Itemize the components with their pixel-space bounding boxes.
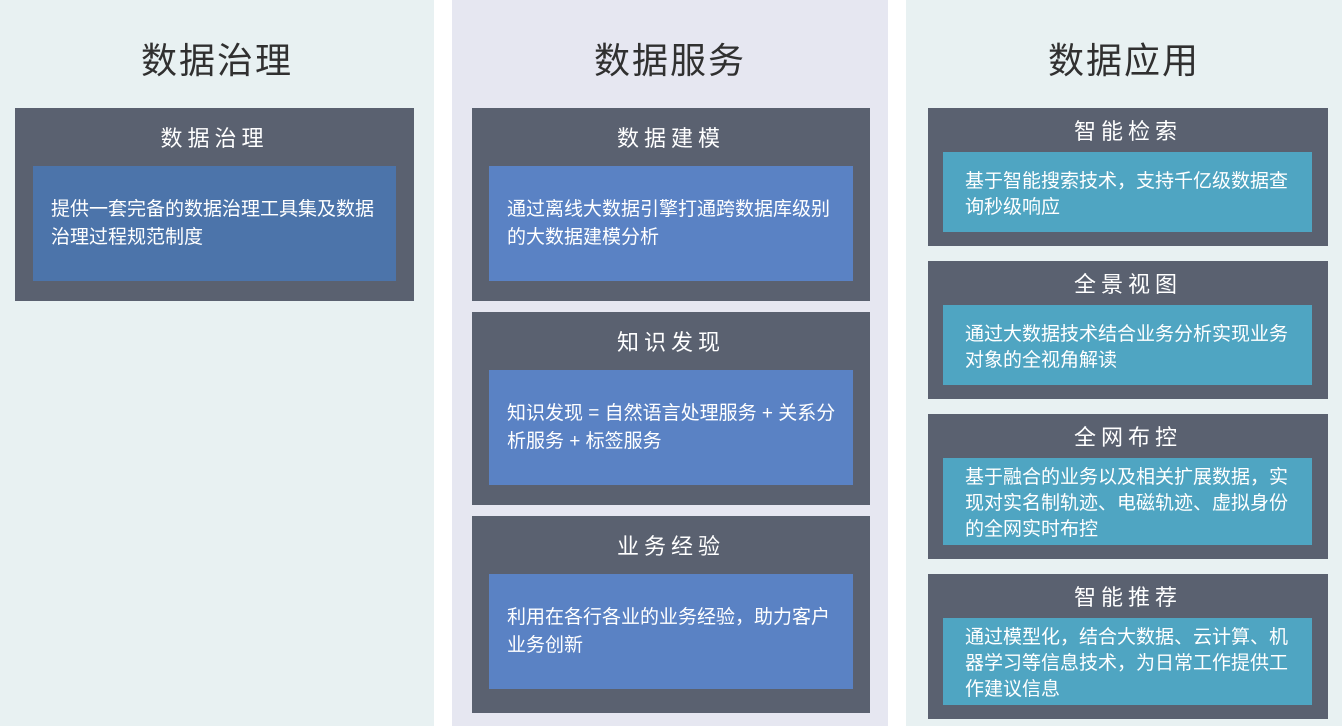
card-body-text: 利用在各行各业的业务经验，助力客户业务创新 [507, 606, 831, 656]
card-body-network-monitoring: 基于融合的业务以及相关扩展数据，实现对实名制轨迹、电磁轨迹、虚拟身份的全网实时布… [943, 458, 1312, 545]
card-body-text: 提供一套完备的数据治理工具集及数据治理过程规范制度 [51, 198, 375, 248]
card-smart-recommendation: 智能推荐 通过模型化，结合大数据、云计算、机器学习等信息技术，为日常工作提供工作… [928, 574, 1328, 719]
column-title-data-services: 数据服务 [593, 39, 746, 81]
card-header-data-modeling: 数据建模 [616, 126, 725, 151]
column-data-governance: 数据治理 数据治理 提供一套完备的数据治理工具集及数据治理过程规范制度 [0, 0, 434, 726]
card-smart-search: 智能检索 基于智能搜索技术，支持千亿级数据查询秒级响应 [928, 108, 1328, 246]
card-body-text: 通过大数据技术结合业务分析实现业务对象的全视角解读 [965, 323, 1289, 371]
card-header-business-experience: 业务经验 [616, 534, 725, 559]
card-body-smart-search: 基于智能搜索技术，支持千亿级数据查询秒级响应 [943, 152, 1312, 232]
card-body-data-governance: 提供一套完备的数据治理工具集及数据治理过程规范制度 [33, 166, 396, 281]
card-header-smart-search: 智能检索 [1073, 119, 1182, 144]
card-header-knowledge-discovery: 知识发现 [616, 330, 725, 355]
card-body-panorama-view: 通过大数据技术结合业务分析实现业务对象的全视角解读 [943, 305, 1312, 385]
card-business-experience: 业务经验 利用在各行各业的业务经验，助力客户业务创新 [472, 516, 870, 713]
column-title-data-applications: 数据应用 [1047, 39, 1200, 81]
card-header-data-governance: 数据治理 [160, 126, 269, 151]
card-body-text: 通过离线大数据引擎打通跨数据库级别的大数据建模分析 [507, 198, 831, 248]
card-body-smart-recommendation: 通过模型化，结合大数据、云计算、机器学习等信息技术，为日常工作提供工作建议信息 [943, 618, 1312, 705]
card-body-knowledge-discovery: 知识发现 = 自然语言处理服务 + 关系分析服务 + 标签服务 [489, 370, 853, 485]
card-body-data-modeling: 通过离线大数据引擎打通跨数据库级别的大数据建模分析 [489, 166, 853, 281]
column-data-services: 数据服务 数据建模 通过离线大数据引擎打通跨数据库级别的大数据建模分析 知识发现… [452, 0, 888, 726]
card-data-governance: 数据治理 提供一套完备的数据治理工具集及数据治理过程规范制度 [15, 108, 414, 301]
card-header-panorama-view: 全景视图 [1073, 272, 1182, 297]
card-body-text: 通过模型化，结合大数据、云计算、机器学习等信息技术，为日常工作提供工作建议信息 [965, 627, 1289, 700]
card-data-modeling: 数据建模 通过离线大数据引擎打通跨数据库级别的大数据建模分析 [472, 108, 870, 301]
card-knowledge-discovery: 知识发现 知识发现 = 自然语言处理服务 + 关系分析服务 + 标签服务 [472, 312, 870, 505]
column-data-applications: 数据应用 智能检索 基于智能搜索技术，支持千亿级数据查询秒级响应 全景视图 通过… [906, 0, 1342, 726]
card-panorama-view: 全景视图 通过大数据技术结合业务分析实现业务对象的全视角解读 [928, 261, 1328, 399]
card-header-network-monitoring: 全网布控 [1073, 425, 1182, 450]
card-body-text: 知识发现 = 自然语言处理服务 + 关系分析服务 + 标签服务 [507, 402, 836, 452]
card-body-text: 基于智能搜索技术，支持千亿级数据查询秒级响应 [965, 170, 1289, 218]
column-title-data-governance: 数据治理 [140, 39, 293, 81]
card-body-business-experience: 利用在各行各业的业务经验，助力客户业务创新 [489, 574, 853, 689]
card-network-monitoring: 全网布控 基于融合的业务以及相关扩展数据，实现对实名制轨迹、电磁轨迹、虚拟身份的… [928, 414, 1328, 559]
card-header-smart-recommendation: 智能推荐 [1073, 585, 1182, 610]
card-body-text: 基于融合的业务以及相关扩展数据，实现对实名制轨迹、电磁轨迹、虚拟身份的全网实时布… [965, 467, 1289, 540]
